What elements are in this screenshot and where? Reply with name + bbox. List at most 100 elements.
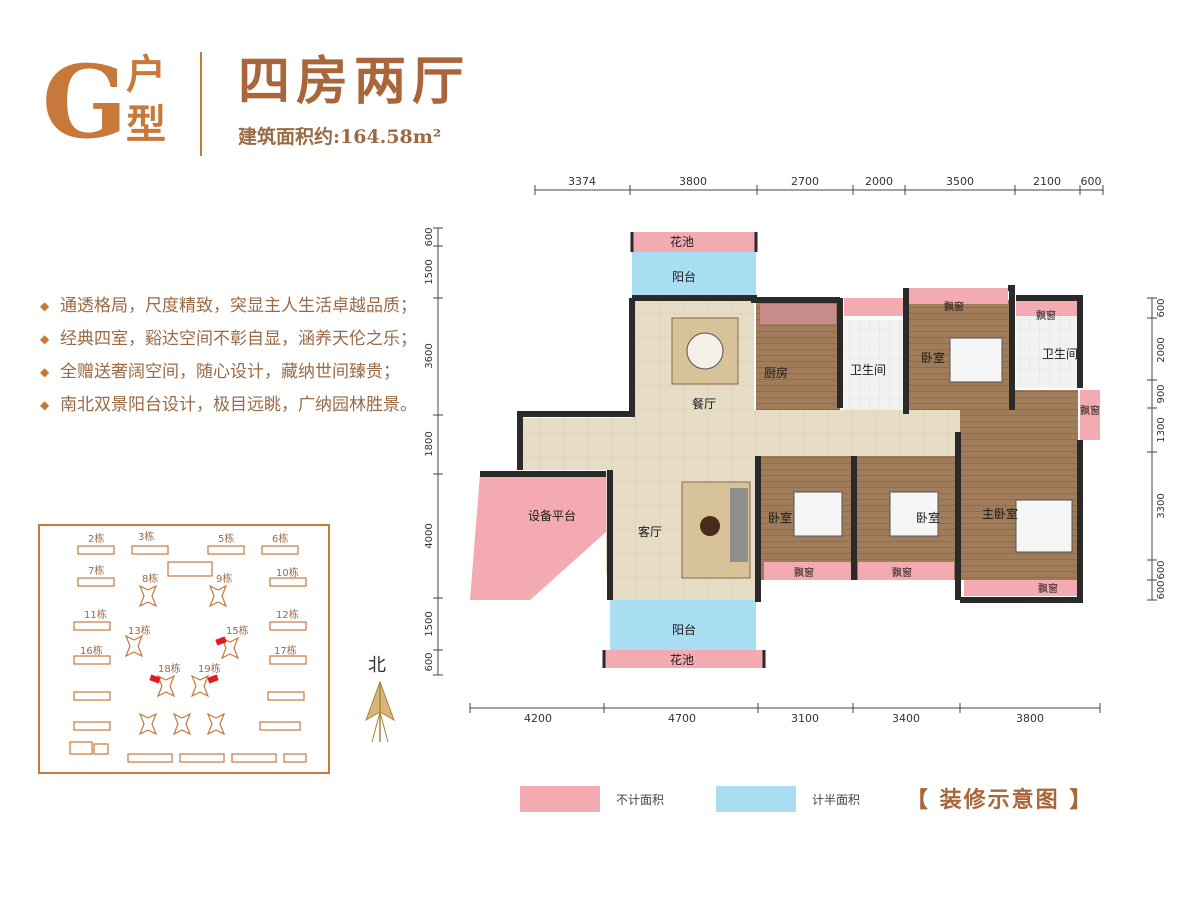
dim-right-5: 3300 — [1156, 493, 1167, 518]
dim-right-2: 2000 — [1156, 337, 1167, 362]
dim-top-6: 2100 — [1033, 175, 1061, 188]
unit-letter: G — [42, 43, 128, 161]
compass-label: 北 — [368, 655, 386, 676]
dim-top-2: 3800 — [679, 175, 707, 188]
dim-left-3: 3600 — [424, 343, 435, 368]
building-label: 13栋 — [128, 626, 151, 637]
dim-left-2: 1500 — [424, 259, 435, 284]
dim-left-5: 4000 — [424, 523, 435, 548]
building-label: 15栋 — [226, 626, 249, 637]
legend-swatch-not-counted — [520, 786, 600, 812]
equipment-platform-floor — [470, 474, 606, 600]
building-label: 2栋 — [88, 534, 105, 545]
compass-arrow-icon — [365, 680, 395, 743]
label-flower-bed-north: 花池 — [670, 234, 694, 249]
label-balcony-south: 阳台 — [672, 622, 696, 637]
left-dimensions — [433, 227, 443, 676]
site-map: 2栋 3栋 5栋 6栋 7栋 8栋 9栋 10栋 11栋 12栋 13栋 15栋… — [38, 524, 330, 774]
bay-window-side — [1080, 390, 1100, 440]
bottom-dimensions — [469, 703, 1101, 713]
label-equipment-platform: 设备平台 — [528, 508, 576, 523]
dim-right-7: 600 — [1156, 580, 1167, 599]
label-bay-window-s2: 飘窗 — [892, 566, 912, 579]
beds — [793, 337, 1073, 553]
dim-right-6: 600 — [1156, 560, 1167, 579]
dim-bottom-2: 4700 — [668, 712, 696, 725]
balcony-north — [632, 252, 756, 298]
label-kitchen: 厨房 — [764, 365, 788, 380]
decoration-note: 【 装修示意图 】 — [906, 787, 1094, 813]
legend-label-half-counted: 计半面积 — [812, 793, 861, 807]
building-label: 7栋 — [88, 566, 105, 577]
dim-top-4: 2000 — [865, 175, 893, 188]
building-label: 9栋 — [216, 574, 233, 585]
dim-top-3: 2700 — [791, 175, 819, 188]
living-dining-floor — [520, 300, 960, 600]
dim-top-7: 600 — [1081, 175, 1102, 188]
feature-item: ◆通透格局，尺度精致，突显主人生活卓越品质； — [40, 296, 417, 316]
unit-char-xing: 型 — [126, 101, 166, 148]
label-bathroom-1: 卫生间 — [850, 363, 886, 377]
label-balcony-north: 阳台 — [672, 269, 696, 284]
building-area: 建筑面积约:164.58m² — [238, 126, 442, 148]
building-label: 19栋 — [198, 664, 221, 675]
label-bay-window-s3: 飘窗 — [1038, 582, 1058, 595]
label-bay-window-side: 飘窗 — [1080, 404, 1100, 417]
building-label: 10栋 — [276, 568, 299, 579]
bullet-icon: ◆ — [40, 398, 50, 412]
flower-bed-south — [604, 650, 764, 668]
building-label: 17栋 — [274, 646, 297, 657]
bullet-icon: ◆ — [40, 299, 50, 313]
dim-top-5: 3500 — [946, 175, 974, 188]
building-label: 12栋 — [276, 610, 299, 621]
dim-bottom-1: 4200 — [524, 712, 552, 725]
bathroom-2-floor — [1016, 316, 1078, 388]
legend-label-not-counted: 不计面积 — [616, 793, 665, 807]
label-bedroom-ne: 卧室 — [921, 350, 945, 365]
dim-bottom-5: 3800 — [1016, 712, 1044, 725]
feature-item: ◆全赠送奢阔空间，随心设计，藏纳世间臻贵； — [40, 362, 400, 382]
feature-item: ◆经典四室，谿达空间不彰自显，涵养天伦之乐； — [40, 329, 417, 349]
dim-right-3: 900 — [1156, 384, 1167, 403]
label-bay-window-s1: 飘窗 — [794, 566, 814, 579]
header-divider — [200, 52, 202, 156]
top-dimensions — [534, 185, 1104, 195]
building-label: 16栋 — [80, 646, 103, 657]
dim-top-1: 3374 — [568, 175, 596, 188]
building-label: 8栋 — [142, 574, 159, 585]
feature-item: ◆南北双景阳台设计，极目远眺，广纳园林胜景。 — [40, 395, 417, 415]
balcony-south — [610, 600, 756, 650]
walls — [480, 285, 1083, 603]
building-label: 11栋 — [84, 610, 107, 621]
dim-bottom-4: 3400 — [892, 712, 920, 725]
label-living: 客厅 — [638, 524, 662, 539]
building-label: 3栋 — [138, 532, 155, 543]
bathroom-1-floor — [842, 320, 904, 410]
dim-left-6: 1500 — [424, 611, 435, 636]
label-bathroom-2: 卫生间 — [1042, 347, 1078, 361]
bullet-icon: ◆ — [40, 332, 50, 346]
feature-list: ◆通透格局，尺度精致，突显主人生活卓越品质； ◆经典四室，谿达空间不彰自显，涵养… — [38, 296, 417, 428]
dim-right-1: 600 — [1156, 298, 1167, 317]
floor-plan: 3374 3800 2700 2000 3500 2100 600 4200 4… — [424, 175, 1167, 725]
label-flower-bed-south: 花池 — [670, 652, 694, 667]
label-master-bedroom: 主卧室 — [982, 506, 1018, 521]
label-bedroom-s1: 卧室 — [768, 510, 792, 525]
dim-left-4: 1800 — [424, 431, 435, 456]
building-label: 18栋 — [158, 664, 181, 675]
dim-left-1: 600 — [424, 227, 435, 246]
label-bay-window-2: 飘窗 — [1036, 309, 1056, 322]
building-label: 6栋 — [272, 534, 289, 545]
unit-char-hu: 户 — [126, 51, 166, 98]
right-dimensions — [1147, 297, 1157, 601]
sofa-set — [681, 481, 751, 579]
label-bedroom-s2: 卧室 — [916, 510, 940, 525]
building-label: 5栋 — [218, 534, 235, 545]
flower-bed-north — [632, 232, 756, 252]
dim-left-7: 600 — [424, 652, 435, 671]
dim-bottom-3: 3100 — [791, 712, 819, 725]
legend-swatch-half-counted — [716, 786, 796, 812]
bullet-icon: ◆ — [40, 365, 50, 379]
site-map-drawing — [69, 545, 307, 763]
label-dining: 餐厅 — [692, 396, 716, 411]
